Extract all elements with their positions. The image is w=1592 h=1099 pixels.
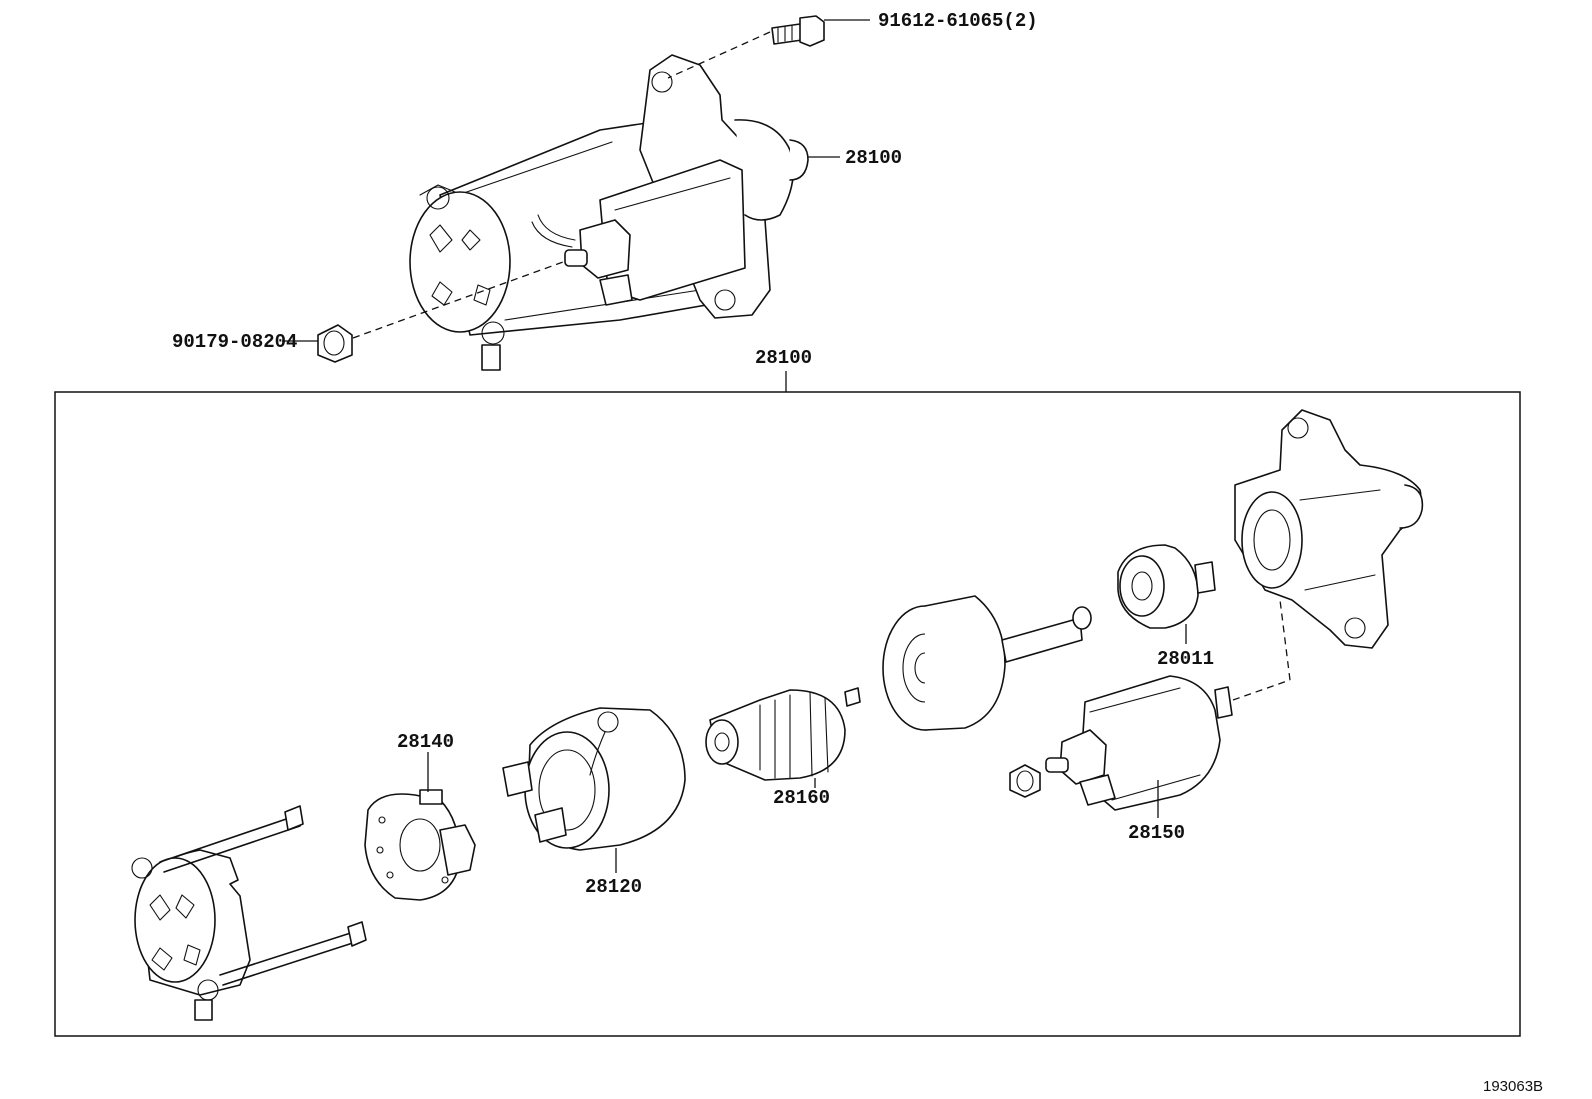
bolt-dashed-line <box>667 31 771 79</box>
yoke-illustration <box>502 707 686 851</box>
terminal-nut-icon <box>317 324 353 363</box>
label-bolt: 91612-61065(2) <box>878 10 1038 32</box>
solenoid-dashed-line-a <box>1232 679 1291 701</box>
starter-assembly-illustration <box>317 15 825 371</box>
label-armature: 28160 <box>773 787 830 809</box>
solenoid-illustration <box>1045 675 1233 811</box>
end-frame-illustration <box>131 805 367 1021</box>
kit-contents-frame <box>54 391 1521 1037</box>
label-brush-holder: 28140 <box>397 731 454 753</box>
label-kit-header: 28100 <box>755 347 812 369</box>
label-starter-assy: 28100 <box>845 147 902 169</box>
solenoid-nut-icon <box>1009 764 1041 798</box>
flange-bolt-icon <box>771 15 825 47</box>
drive-clutch-illustration <box>1117 544 1216 629</box>
label-drive-clutch: 28011 <box>1157 648 1214 670</box>
nut-dashed-line <box>352 261 564 339</box>
solenoid-dashed-line-b <box>1279 599 1291 681</box>
label-solenoid: 28150 <box>1128 822 1185 844</box>
label-nut: 90179-08204 <box>172 331 297 353</box>
label-yoke: 28120 <box>585 876 642 898</box>
reduction-gear-illustration <box>882 595 1092 731</box>
drive-housing-illustration <box>1234 409 1424 649</box>
brush-holder-illustration <box>364 789 476 901</box>
armature-illustration <box>705 687 861 781</box>
diagram-ref-number: 193063B <box>1483 1078 1543 1095</box>
